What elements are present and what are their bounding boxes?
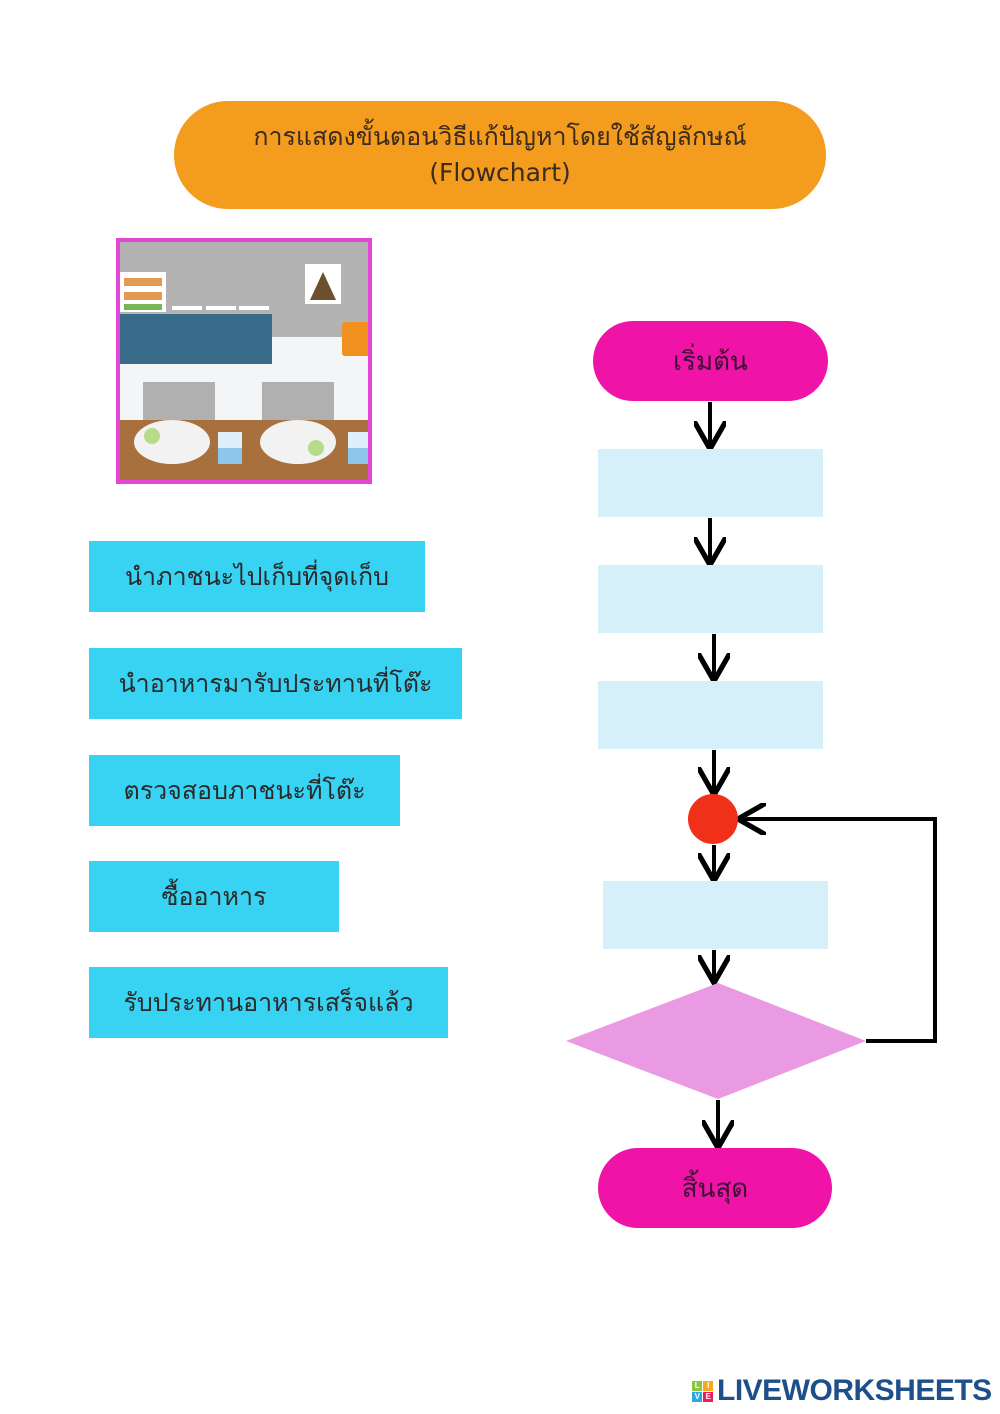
option-card[interactable]: ซื้ออาหาร <box>89 861 339 932</box>
end-terminal: สิ้นสุด <box>598 1148 832 1228</box>
start-terminal: เริ่มต้น <box>593 321 828 401</box>
title-line-2: (Flowchart) <box>429 158 571 187</box>
start-label: เริ่มต้น <box>673 346 748 377</box>
process-drop-slot-3[interactable] <box>598 681 823 749</box>
process-drop-slot-4[interactable] <box>603 881 828 949</box>
option-card[interactable]: นำภาชนะไปเก็บที่จุดเก็บ <box>89 541 425 612</box>
option-card[interactable]: รับประทานอาหารเสร็จแล้ว <box>89 967 448 1038</box>
title-line-1: การแสดงขั้นตอนวิธีแก้ปัญหาโดยใช้สัญลักษณ… <box>253 122 747 151</box>
option-card[interactable]: นำอาหารมารับประทานที่โต๊ะ <box>89 648 462 719</box>
cafeteria-illustration <box>116 238 372 484</box>
process-drop-slot-2[interactable] <box>598 565 823 633</box>
process-drop-slot-1[interactable] <box>598 449 823 517</box>
loop-arrow <box>742 819 937 1043</box>
decision-diamond <box>566 983 866 1099</box>
logo-text: LIVEWORKSHEETS <box>717 1374 992 1407</box>
connector-circle <box>688 794 738 844</box>
option-label: นำอาหารมารับประทานที่โต๊ะ <box>118 668 433 698</box>
option-label: รับประทานอาหารเสร็จแล้ว <box>123 987 414 1017</box>
option-label: ตรวจสอบภาชนะที่โต๊ะ <box>123 775 366 805</box>
end-label: สิ้นสุด <box>681 1173 749 1204</box>
option-label: ซื้ออาหาร <box>161 881 267 911</box>
option-card[interactable]: ตรวจสอบภาชนะที่โต๊ะ <box>89 755 400 826</box>
option-label: นำภาชนะไปเก็บที่จุดเก็บ <box>124 561 390 591</box>
title-banner: การแสดงขั้นตอนวิธีแก้ปัญหาโดยใช้สัญลักษณ… <box>174 101 826 209</box>
